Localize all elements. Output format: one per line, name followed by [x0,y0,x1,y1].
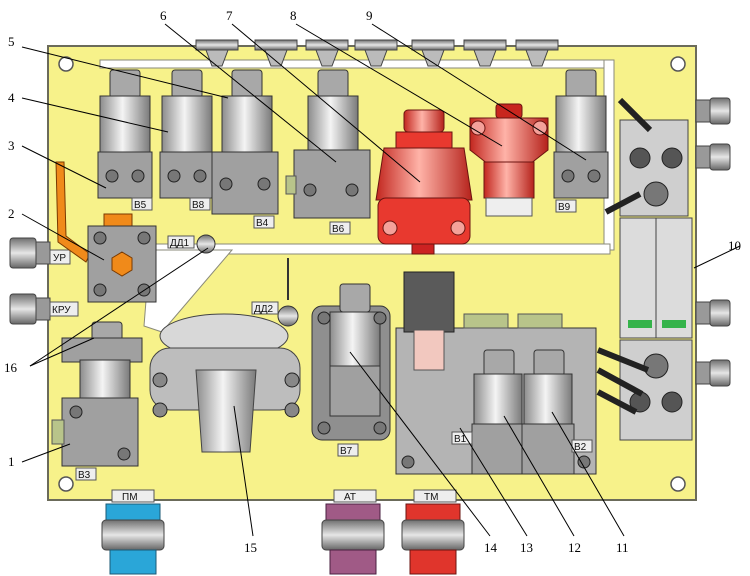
port-label-at: АТ [344,492,356,503]
callout-2: 2 [8,206,15,221]
callout-12: 12 [568,540,581,555]
tag-b8: В8 [192,200,205,211]
callout-13: 13 [520,540,533,555]
valve-b5: В5 [97,69,153,211]
valve-b4: В4 [211,69,279,229]
tag-dd2: ДД2 [254,304,274,315]
callout-5: 5 [8,34,15,49]
regulator-block [87,213,157,303]
switch-block [596,97,693,441]
port-label-tm: ТМ [424,492,438,503]
valve-b3: В3 [51,321,143,481]
tag-b3: В3 [78,470,91,481]
tag-b5: В5 [134,200,147,211]
left-fitting-kru: КРУ [9,293,79,325]
sensor-dd1: ДД1 [167,234,216,254]
callout-7: 7 [226,8,233,23]
valve-b6: В6 [285,69,371,235]
callout-15: 15 [244,540,257,555]
callout-16: 16 [4,360,18,375]
callout-9: 9 [366,8,373,23]
valve-b8: В8 [159,69,215,211]
tag-b7: В7 [340,446,353,457]
red-valve-large [375,109,473,255]
tag-dd1: ДД1 [170,238,190,249]
pipe-tm: ТМ [401,489,465,575]
callout-8: 8 [290,8,297,23]
pressure-regulator [149,313,301,453]
callout-14: 14 [484,540,498,555]
right-fittings [695,97,731,387]
mount-hole [58,56,74,72]
tag-b2: В2 [574,442,587,453]
valve-b9: В9 [553,69,609,213]
sensor-dd2: ДД2 [251,258,299,327]
callout-3: 3 [8,138,15,153]
callout-1: 1 [8,454,15,469]
port-label-pm: ПМ [122,492,138,503]
valve-b7: В7 [311,283,391,457]
leader-lines [21,23,741,537]
pipe-at: АТ [321,489,385,575]
mount-hole [670,56,686,72]
port-label-ur: УР [53,253,66,264]
mount-hole [58,476,74,492]
callout-11: 11 [616,540,629,555]
manifold-b1-b2: В1 В2 [395,271,597,475]
callout-10: 10 [728,238,741,253]
port-label-kru: КРУ [52,305,71,316]
callout-6: 6 [160,8,167,23]
callout-4: 4 [8,90,15,105]
mount-hole [670,476,686,492]
tag-b1: В1 [454,434,467,445]
tag-b4: В4 [256,218,269,229]
pipe-pm: ПМ [101,489,165,575]
tag-b9: В9 [558,202,571,213]
tag-b6: В6 [332,224,345,235]
left-fitting-ur: УР [9,237,71,269]
